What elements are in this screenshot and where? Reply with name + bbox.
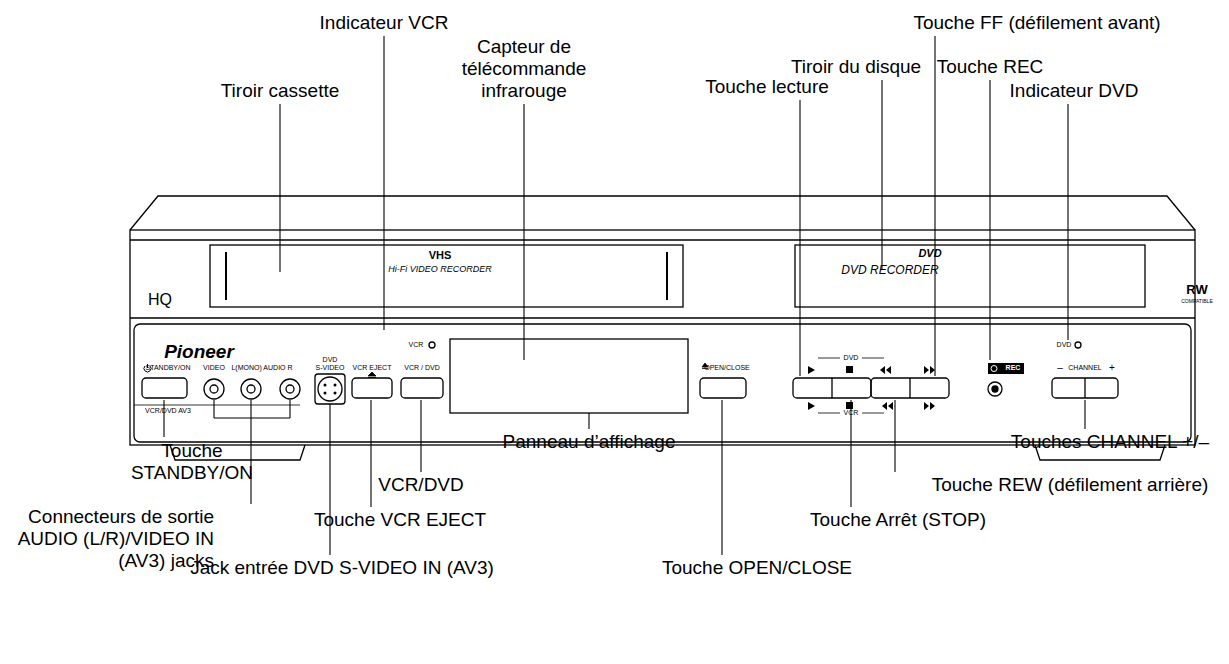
group-line — [862, 413, 884, 414]
disc-drawer — [795, 245, 1145, 307]
device-text: VCR EJECT — [353, 364, 392, 372]
callout-label: Touche lecture — [705, 76, 829, 98]
button-divider — [831, 378, 832, 398]
dvd-indicator — [1075, 342, 1081, 348]
callout-label: Touche Arrêt (STOP) — [810, 509, 986, 531]
device-text: DVD — [1057, 341, 1072, 349]
rec-badge — [988, 363, 1024, 374]
callout-label: Capteur de télécommande infrarouge — [454, 36, 594, 102]
callout-label: Touches CHANNEL +/– — [1011, 431, 1209, 453]
device-text: CHANNEL — [1068, 364, 1101, 372]
callout-label: Jack entrée DVD S-VIDEO IN (AV3) — [190, 557, 494, 579]
device-text: COMPATIBLE — [1181, 299, 1213, 305]
control-panel — [134, 324, 1191, 442]
audio-l-jack — [241, 379, 261, 399]
callout-label: Panneau d’affichage — [503, 431, 676, 453]
callout-label: Touche REW (défilement arrière) — [932, 474, 1209, 496]
group-line — [818, 413, 840, 414]
device-text: VCR — [409, 341, 424, 349]
group-line — [818, 358, 840, 359]
device-text: Hi-Fi VIDEO RECORDER — [388, 264, 492, 274]
video-jack — [204, 379, 224, 399]
callout-label: Connecteurs de sortie AUDIO (L/R)/VIDEO … — [2, 506, 214, 572]
edge-line — [130, 239, 1195, 240]
button-divider — [1084, 378, 1085, 398]
standby-button — [142, 378, 187, 398]
device-text: S-VIDEO — [316, 364, 345, 372]
jack-core — [286, 385, 294, 393]
callout-label: Touche VCR EJECT — [314, 509, 486, 531]
device-text: VHS — [429, 249, 452, 262]
device-text: DVD — [918, 247, 941, 260]
group-line — [862, 358, 884, 359]
cassette-drawer — [210, 245, 683, 307]
vcr-eject-button — [352, 378, 392, 398]
device-text: HQ — [148, 291, 172, 309]
button-symbols — [808, 366, 935, 410]
callout-label: VCR/DVD — [378, 474, 464, 496]
drawer-mark — [666, 252, 668, 300]
callout-label: Touche REC — [937, 56, 1044, 78]
svideo-frame — [315, 374, 345, 404]
callout-label: Indicateur DVD — [1010, 80, 1139, 102]
vcr-dvd-button — [401, 378, 443, 398]
device-text: Pioneer — [164, 341, 234, 363]
device-text: DVD — [323, 356, 338, 364]
button-divider — [909, 378, 910, 398]
callout-label: Touche FF (défilement avant) — [913, 12, 1160, 34]
channel-button — [1052, 378, 1118, 398]
open-close-button — [700, 378, 746, 398]
edge-line — [130, 317, 1195, 318]
group-line — [134, 405, 300, 406]
device-text: VCR — [844, 409, 859, 417]
device-text: OPEN/CLOSE — [704, 364, 750, 372]
svideo-pins — [324, 384, 337, 395]
device-text: VCR/DVD AV3 — [145, 407, 191, 415]
device-text: VIDEO — [203, 364, 225, 372]
callout-label: Touche OPEN/CLOSE — [662, 557, 852, 579]
top-face — [130, 196, 1195, 230]
front-body — [130, 230, 1195, 445]
callout-label: Tiroir cassette — [221, 80, 340, 102]
device-text: L(MONO) AUDIO R — [231, 364, 292, 372]
svideo-jack — [318, 377, 342, 401]
device-text: REC — [1006, 364, 1021, 372]
callout-label: Touche STANDBY/ON — [125, 440, 260, 484]
display-panel — [450, 339, 688, 413]
audio-r-jack — [280, 379, 300, 399]
device-text: STANDBY/ON — [146, 364, 191, 372]
rec-dot — [992, 386, 998, 392]
device-text: + — [1109, 362, 1115, 374]
device-text: – — [1057, 362, 1063, 374]
rew-ff-button — [871, 378, 949, 398]
jack-core — [210, 385, 218, 393]
callout-label: Tiroir du disque — [791, 56, 921, 78]
callout-label: Indicateur VCR — [320, 12, 449, 34]
device-text: RW — [1186, 283, 1207, 298]
device-text: DVD RECORDER — [841, 264, 938, 278]
device-text: VCR / DVD — [404, 364, 439, 372]
play-stop-button — [793, 378, 871, 398]
vcr-indicator — [429, 342, 435, 348]
device-text: DVD — [844, 354, 859, 362]
rec-badge-dot — [991, 366, 997, 372]
drawer-mark — [225, 252, 227, 300]
rec-button — [988, 382, 1002, 396]
jack-core — [247, 385, 255, 393]
eject-symbol — [368, 372, 376, 378]
